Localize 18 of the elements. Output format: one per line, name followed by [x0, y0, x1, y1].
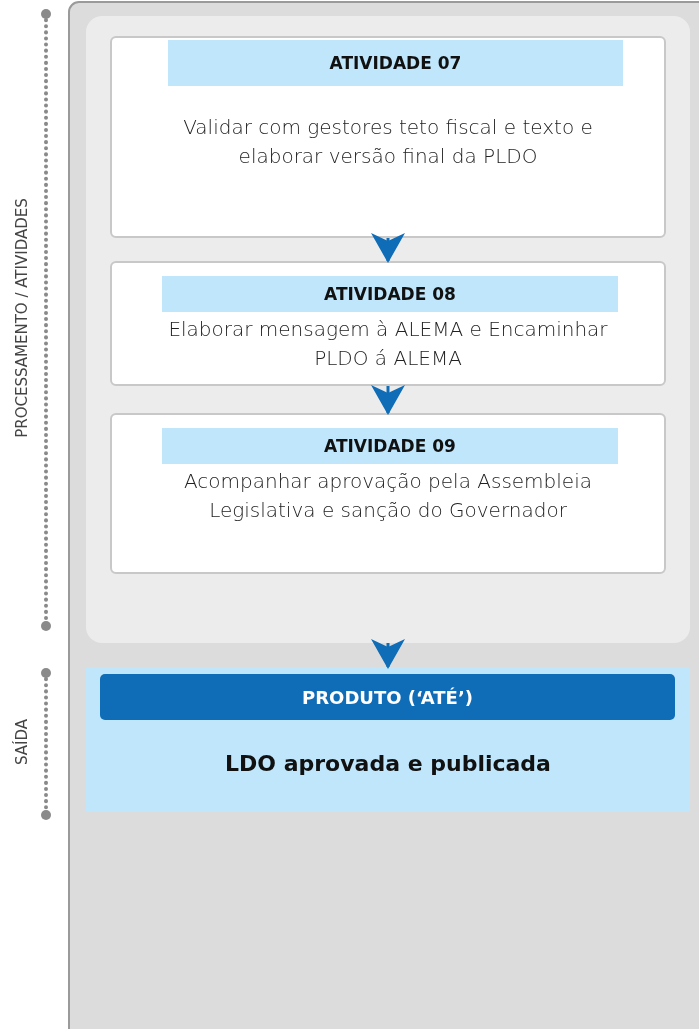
section-label: SAÍDA — [13, 719, 31, 765]
arrow — [371, 385, 405, 415]
activity-card — [110, 36, 666, 238]
output-card — [86, 667, 690, 812]
product-description: LDO aprovada e publicada — [224, 750, 552, 778]
arrow — [371, 639, 405, 669]
activity-header: ATIVIDADE 08 — [162, 276, 618, 312]
product-header: PRODUTO (‘ATÉ’) — [100, 674, 675, 720]
activity-description: Validar com gestores teto fiscal e texto e elaborar versão final da PLDO — [182, 114, 594, 170]
section-label: PROCESSAMENTO / ATIVIDADES — [13, 198, 31, 438]
activity-description: Elaborar mensagem à ALEMA e Encaminhar PLDO á ALEMA — [167, 316, 609, 372]
activity-header: ATIVIDADE 07 — [168, 40, 623, 86]
activity-card — [110, 413, 666, 574]
activity-header: ATIVIDADE 09 — [162, 428, 618, 464]
activity-card — [110, 261, 666, 386]
activity-description: Acompanhar aprovação pela Assembleia Legislativa e sanção do Governador — [183, 468, 593, 524]
arrow — [371, 233, 405, 263]
process-panel — [86, 16, 690, 643]
